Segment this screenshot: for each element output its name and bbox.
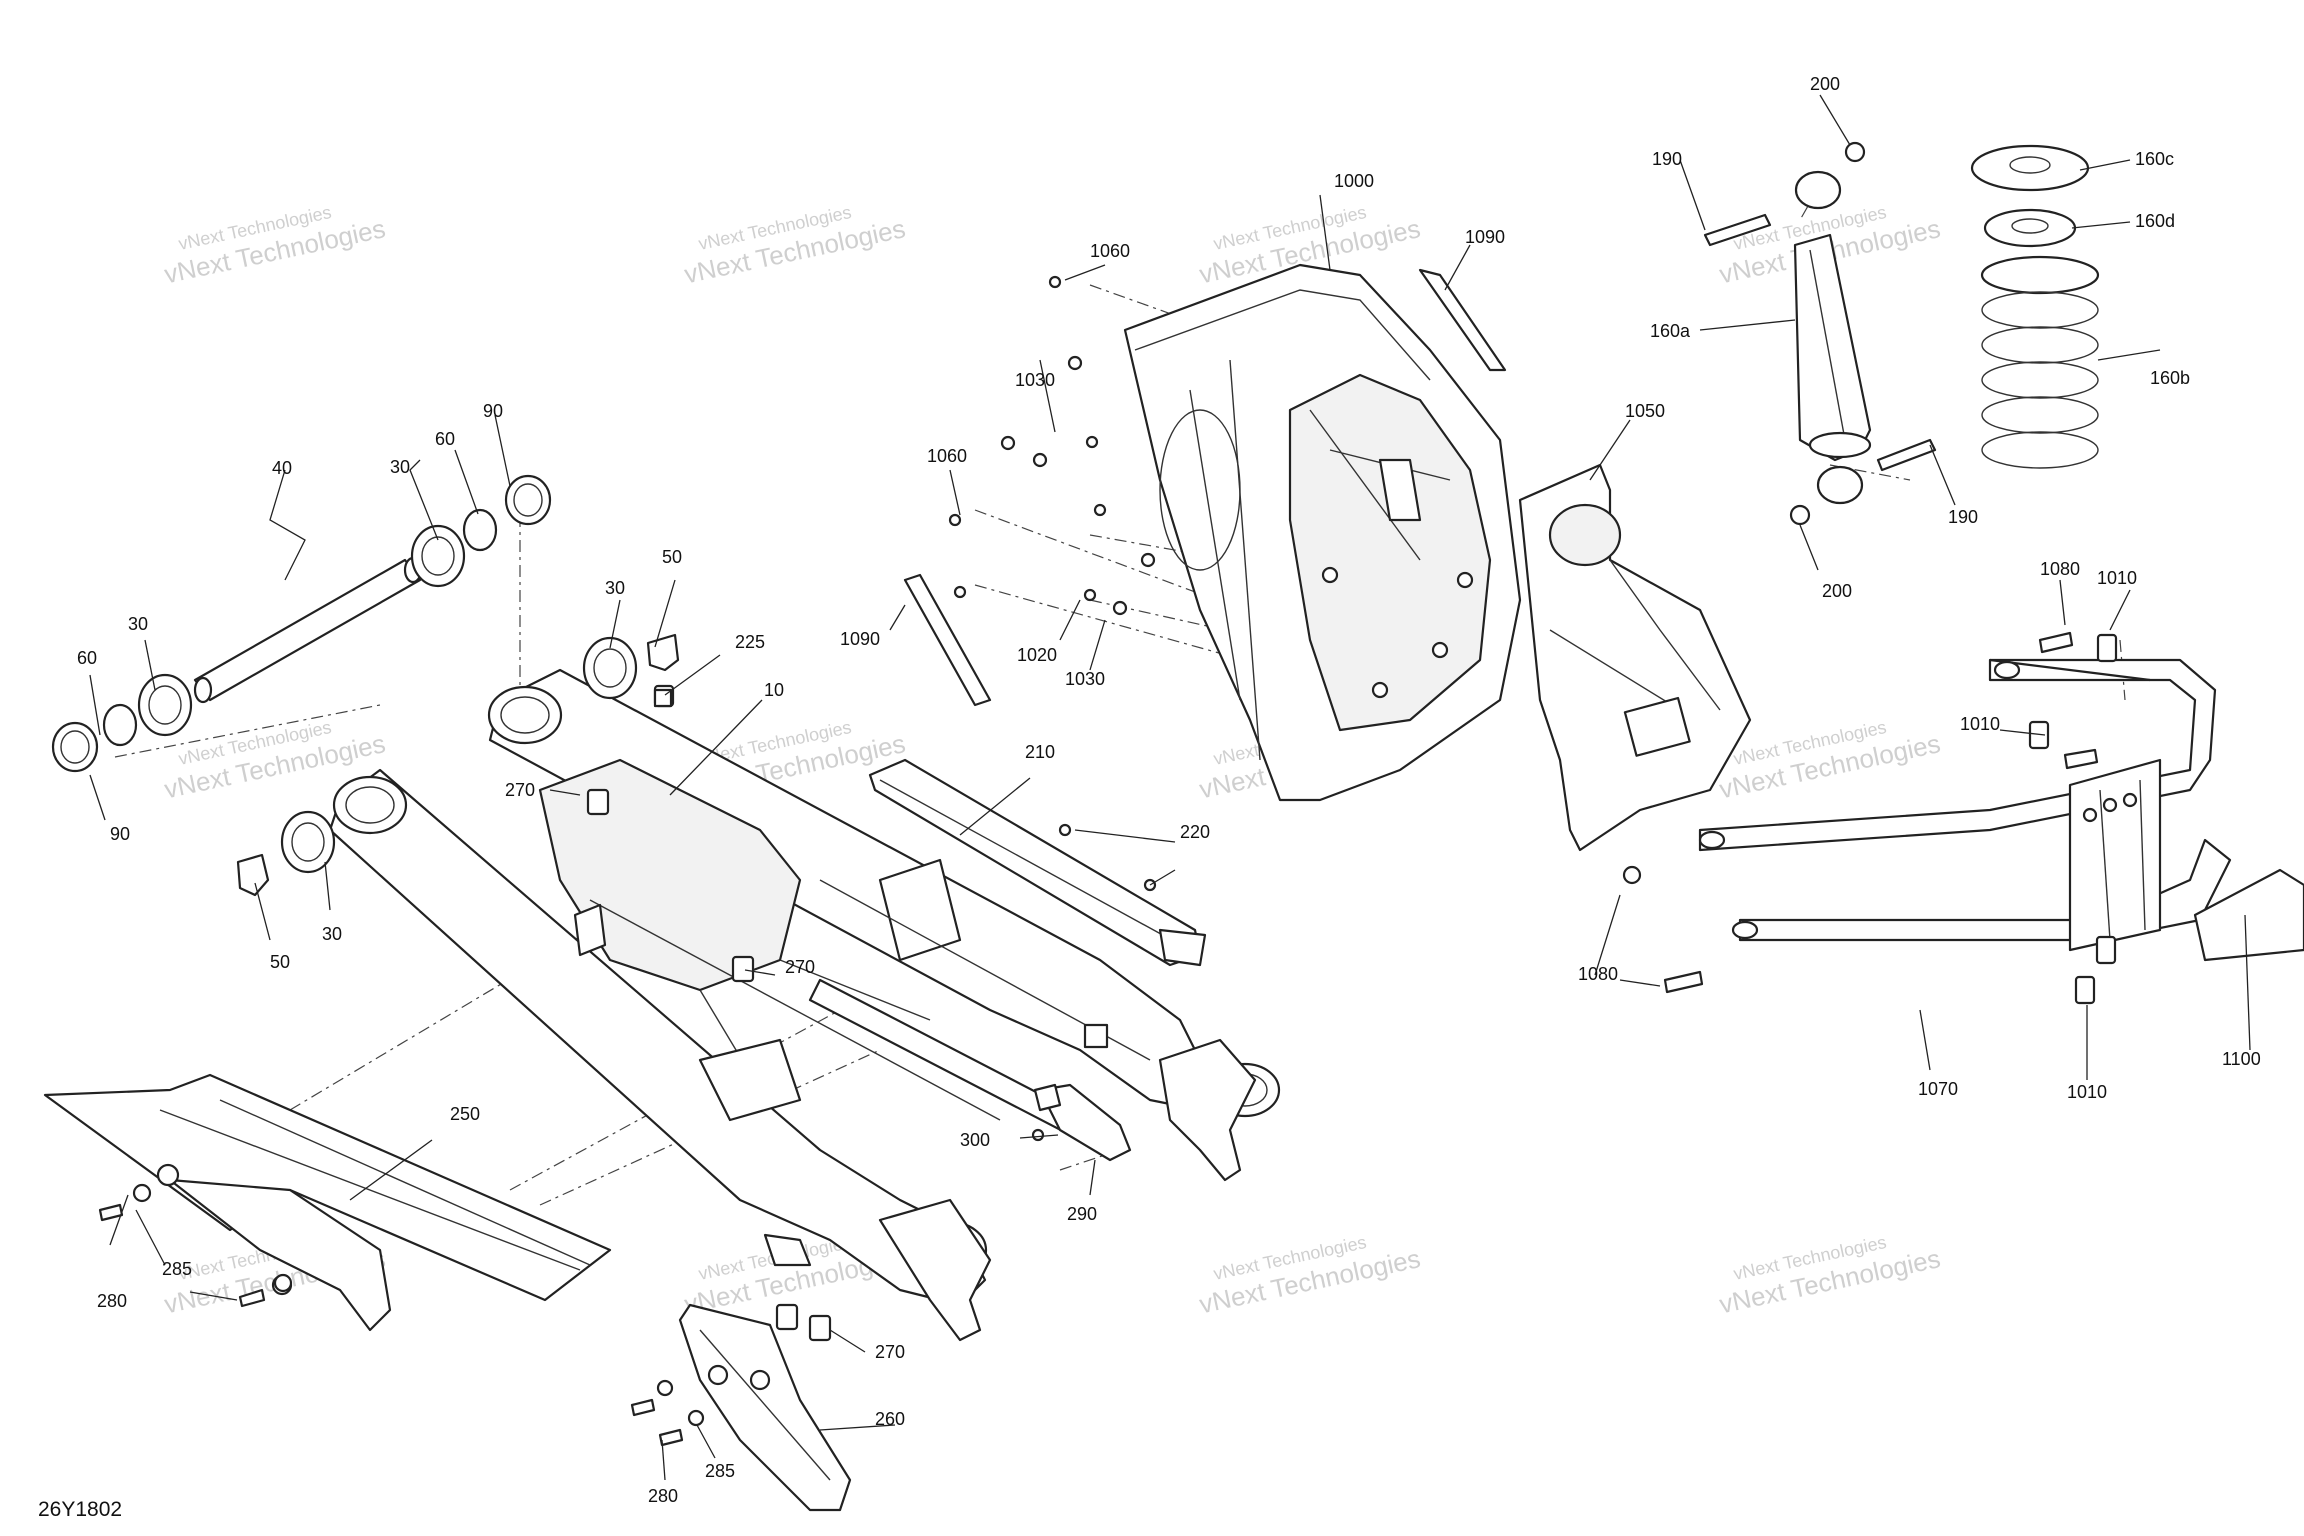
callout: 160a bbox=[1650, 321, 1691, 341]
rear-fender bbox=[1123, 263, 1522, 802]
callout: 210 bbox=[1025, 742, 1055, 762]
callout: 1100 bbox=[2222, 1049, 2261, 1069]
figure-id: 26Y1802 bbox=[38, 1498, 122, 1521]
callout: 160c bbox=[2135, 149, 2174, 169]
callout: 270 bbox=[785, 957, 815, 977]
watermark: vNext Technologies vNext Technologies bbox=[1717, 1232, 1943, 1319]
chain-guard bbox=[43, 1073, 612, 1332]
callout: 60 bbox=[77, 648, 97, 668]
callout: 280 bbox=[97, 1291, 127, 1311]
callout: 1080 bbox=[2040, 559, 2080, 579]
callout: 1030 bbox=[1065, 669, 1105, 689]
rear-rack-frame bbox=[1622, 631, 2232, 1005]
callout: 10 bbox=[764, 680, 784, 700]
callout: 1010 bbox=[2067, 1082, 2107, 1102]
coil-spring bbox=[1970, 144, 2100, 469]
callout: 1020 bbox=[1017, 645, 1057, 665]
callout: 1050 bbox=[1625, 401, 1665, 421]
callout: 225 bbox=[735, 632, 765, 652]
callout: 1060 bbox=[927, 446, 967, 466]
callout: 1070 bbox=[1918, 1079, 1958, 1099]
watermark: vNext Technologies vNext Technologies bbox=[162, 202, 388, 289]
callout: 1000 bbox=[1334, 171, 1374, 191]
callout: 260 bbox=[875, 1409, 905, 1429]
side-plate bbox=[2193, 868, 2304, 962]
callout: 1060 bbox=[1090, 241, 1130, 261]
fender-fasteners bbox=[948, 275, 1156, 616]
callout: 30 bbox=[128, 614, 148, 634]
license-plate-bracket bbox=[1518, 463, 1752, 852]
callout: 270 bbox=[505, 780, 535, 800]
callout: 1090 bbox=[840, 629, 880, 649]
callout: 50 bbox=[662, 547, 682, 567]
callout: 190 bbox=[1948, 507, 1978, 527]
callout-labels: 10 40 30 60 90 30 60 90 30 50 30 50 225 … bbox=[77, 74, 2261, 1506]
small-screws bbox=[98, 1183, 705, 1447]
callout: 40 bbox=[272, 458, 292, 478]
callout: 200 bbox=[1810, 74, 1840, 94]
lower-guard bbox=[678, 1233, 852, 1512]
callout: 60 bbox=[435, 429, 455, 449]
watermark: vNext Technologies vNext Technologies bbox=[1197, 1232, 1423, 1319]
callout: 270 bbox=[875, 1342, 905, 1362]
callout: 160b bbox=[2150, 368, 2190, 388]
leader-lines bbox=[89, 94, 2251, 1481]
callout: 200 bbox=[1822, 581, 1852, 601]
callout: 50 bbox=[270, 952, 290, 972]
callout: 160d bbox=[2135, 211, 2175, 231]
callout: 30 bbox=[605, 578, 625, 598]
callout: 90 bbox=[483, 401, 503, 421]
shock-absorber bbox=[1703, 141, 1937, 526]
watermark: vNext Technologies vNext Technologies bbox=[682, 202, 908, 289]
callout: 285 bbox=[705, 1461, 735, 1481]
callout: 250 bbox=[450, 1104, 480, 1124]
callout: 280 bbox=[648, 1486, 678, 1506]
callout: 30 bbox=[390, 457, 410, 477]
swing-arm bbox=[328, 668, 1281, 1342]
callout: 285 bbox=[162, 1259, 192, 1279]
callout: 1010 bbox=[2097, 568, 2137, 588]
callout: 1030 bbox=[1015, 370, 1055, 390]
callout: 290 bbox=[1067, 1204, 1097, 1224]
callout: 220 bbox=[1180, 822, 1210, 842]
callout: 1090 bbox=[1465, 227, 1505, 247]
callout: 30 bbox=[322, 924, 342, 944]
chain-slider bbox=[868, 758, 1207, 1162]
callout: 1080 bbox=[1578, 964, 1618, 984]
pivot-components bbox=[51, 474, 680, 897]
callout: 90 bbox=[110, 824, 130, 844]
callout: 1010 bbox=[1960, 714, 2000, 734]
callout: 300 bbox=[960, 1130, 990, 1150]
reflectors bbox=[903, 268, 1507, 707]
callout: 190 bbox=[1652, 149, 1682, 169]
